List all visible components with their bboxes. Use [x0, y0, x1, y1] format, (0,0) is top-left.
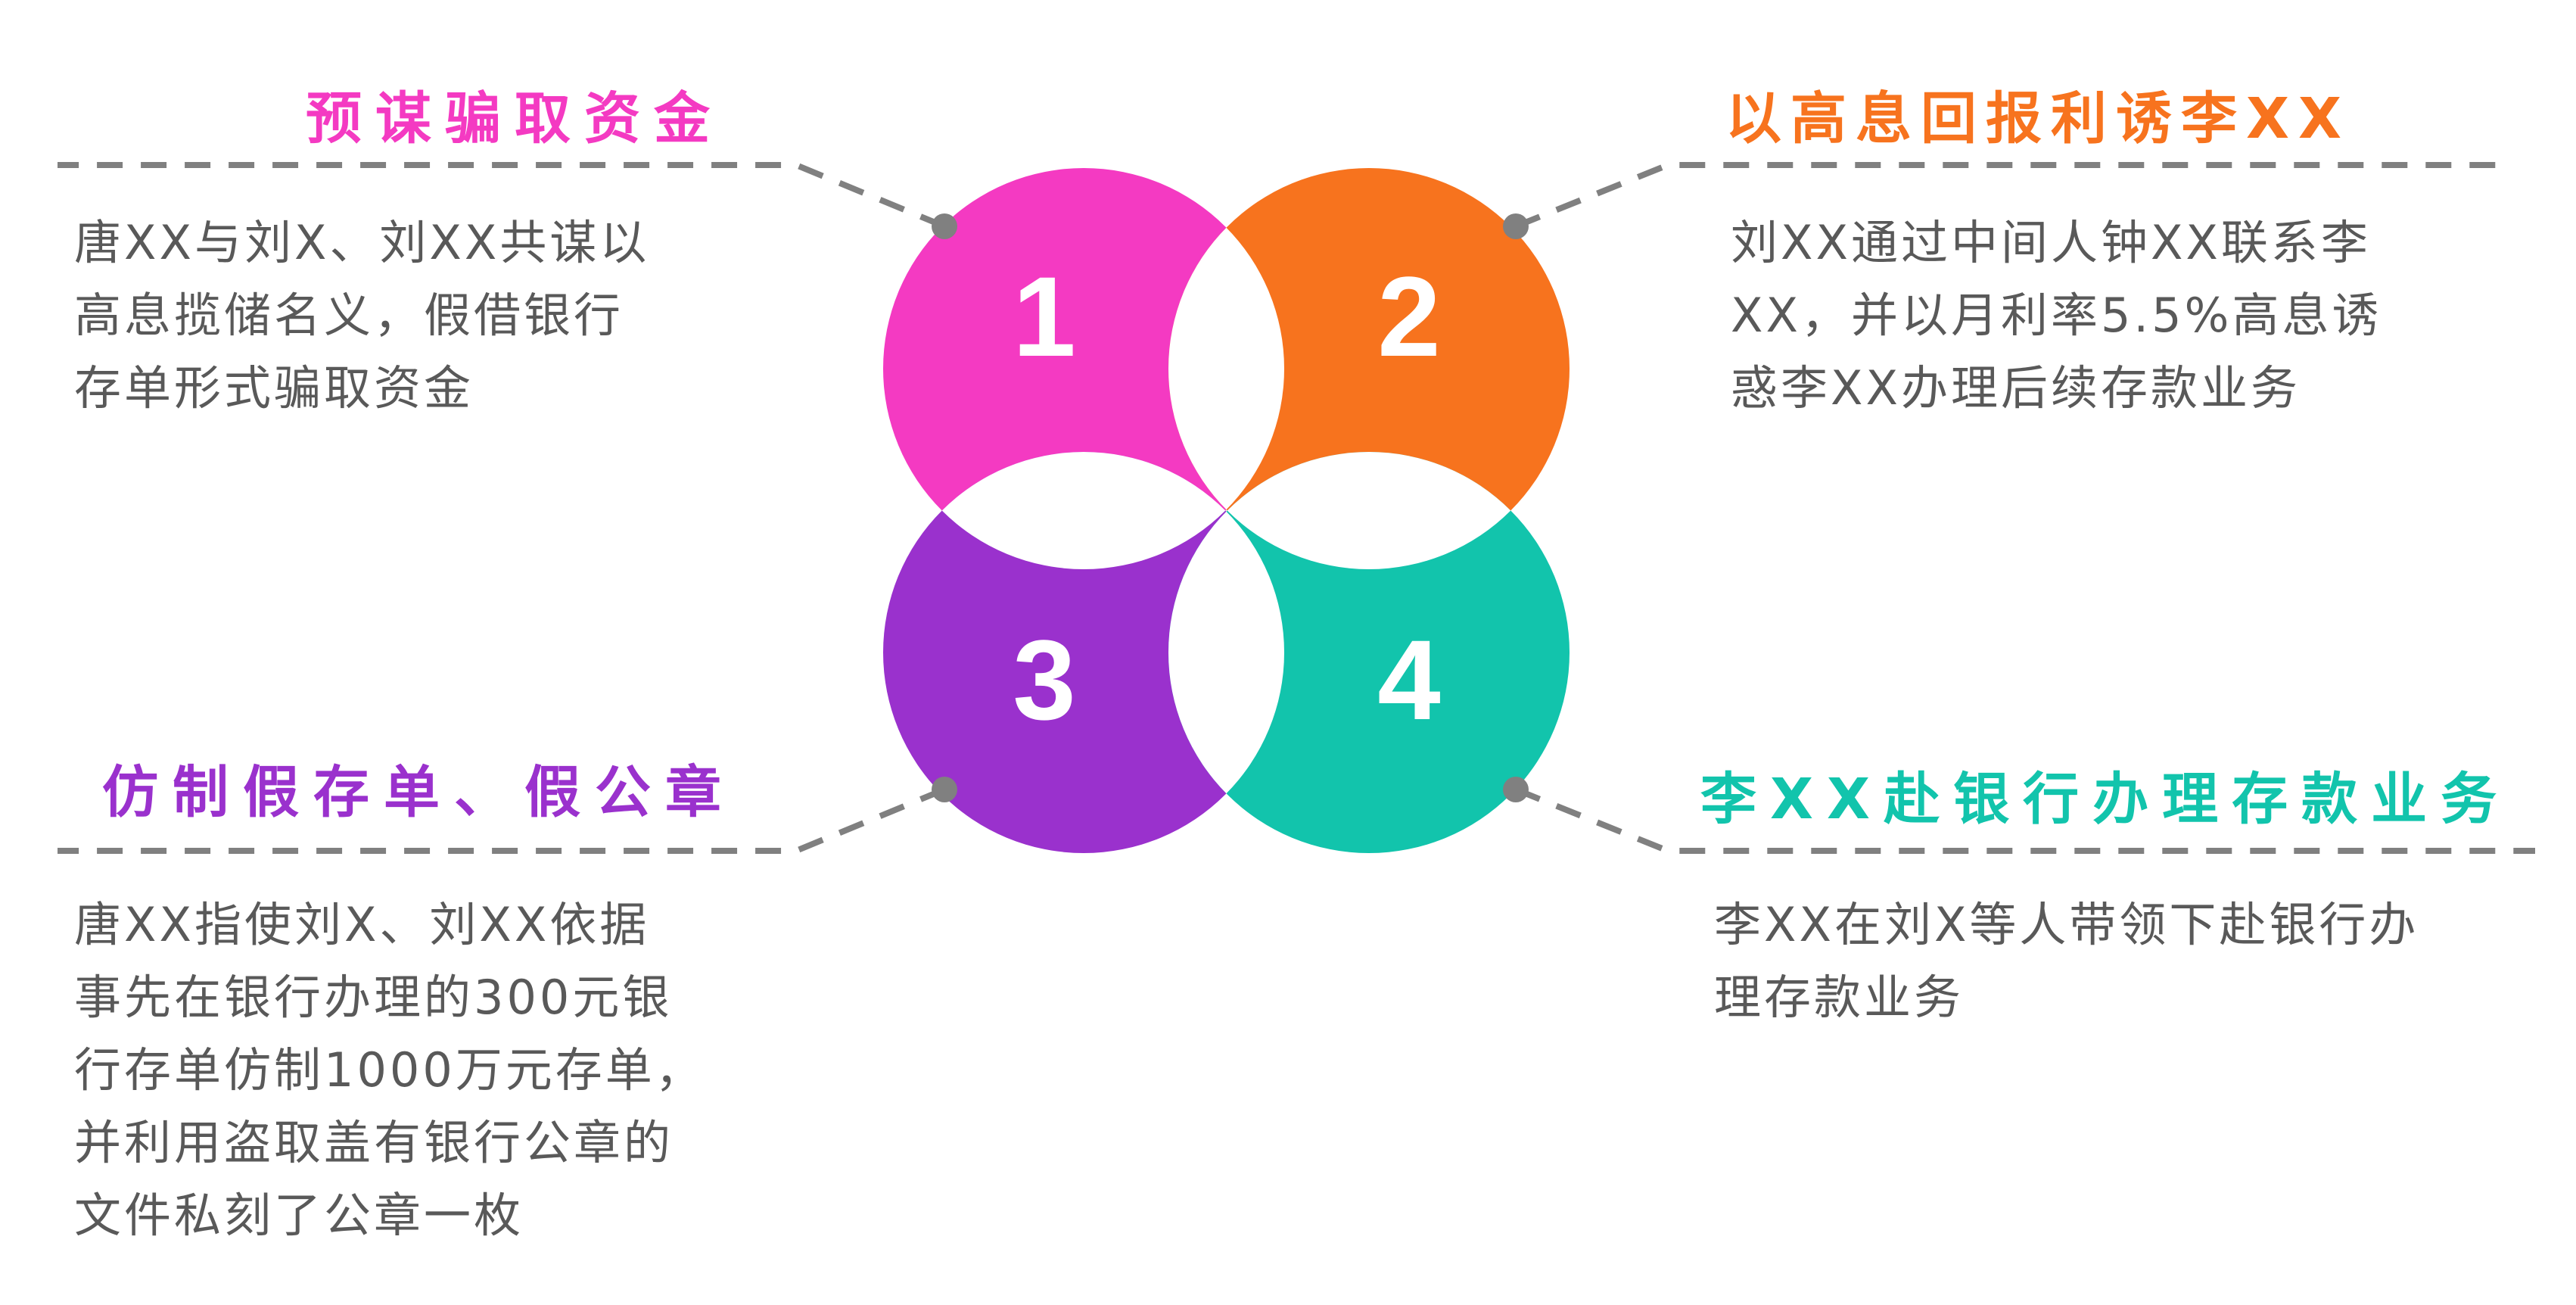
item-3-description: 唐XX指使刘X、刘XX依据 事先在银行办理的300元银 行存单仿制1000万元存…	[74, 889, 705, 1252]
item-1-description: 唐XX与刘X、刘XX共谋以 高息揽储名义，假借银行 存单形式骗取资金	[74, 207, 649, 425]
circle-1	[883, 168, 1284, 569]
circle-number-1: 1	[1013, 253, 1075, 380]
description-line: 文件私刻了公章一枚	[74, 1188, 524, 1243]
description-line: 高息揽储名义，假借银行	[74, 288, 624, 343]
connector-line-1	[58, 162, 946, 229]
connector-dot-1	[932, 213, 957, 239]
description-line: 事先在银行办理的300元银	[74, 970, 673, 1025]
description-line: 惑李XX办理后续存款业务	[1731, 360, 2301, 416]
connector-line-3	[58, 786, 946, 854]
circle-number-3: 3	[1013, 616, 1075, 743]
description-line: 刘XX通过中间人钟XX联系李	[1731, 215, 2371, 270]
description-line: 存单形式骗取资金	[74, 360, 474, 416]
circle-2	[1168, 168, 1570, 569]
connector-line-2	[1514, 162, 2512, 229]
description-line: 理存款业务	[1714, 970, 1965, 1025]
item-4-title: 李XX赴银行办理存款业务	[1700, 767, 2511, 832]
item-2-title: 以高息回报利诱李XX	[1725, 86, 2351, 151]
connector-dot-4	[1503, 777, 1529, 802]
description-line: 并利用盗取盖有银行公章的	[74, 1115, 674, 1170]
circle-number-4: 4	[1377, 616, 1440, 743]
circle-4	[1168, 452, 1570, 853]
circle-3	[883, 452, 1284, 853]
description-line: 唐XX指使刘X、刘XX依据	[74, 897, 650, 952]
connector-dot-2	[1503, 213, 1529, 239]
description-line: 行存单仿制1000万元存单，	[74, 1042, 705, 1098]
circle-number-2: 2	[1377, 253, 1440, 380]
connector-dot-3	[932, 777, 957, 802]
item-1-title: 预谋骗取资金	[306, 86, 723, 151]
item-3-title: 仿制假存单、假公章	[102, 760, 736, 825]
item-4-description: 李XX在刘X等人带领下赴银行办 理存款业务	[1714, 889, 2419, 1034]
description-line: 李XX在刘X等人带领下赴银行办	[1714, 897, 2419, 952]
item-2-description: 刘XX通过中间人钟XX联系李 XX，并以月利率5.5%高息诱 惑李XX办理后续存…	[1731, 207, 2382, 425]
description-line: XX，并以月利率5.5%高息诱	[1731, 288, 2382, 343]
connector-line-4	[1514, 786, 2535, 854]
description-line: 唐XX与刘X、刘XX共谋以	[74, 215, 650, 270]
